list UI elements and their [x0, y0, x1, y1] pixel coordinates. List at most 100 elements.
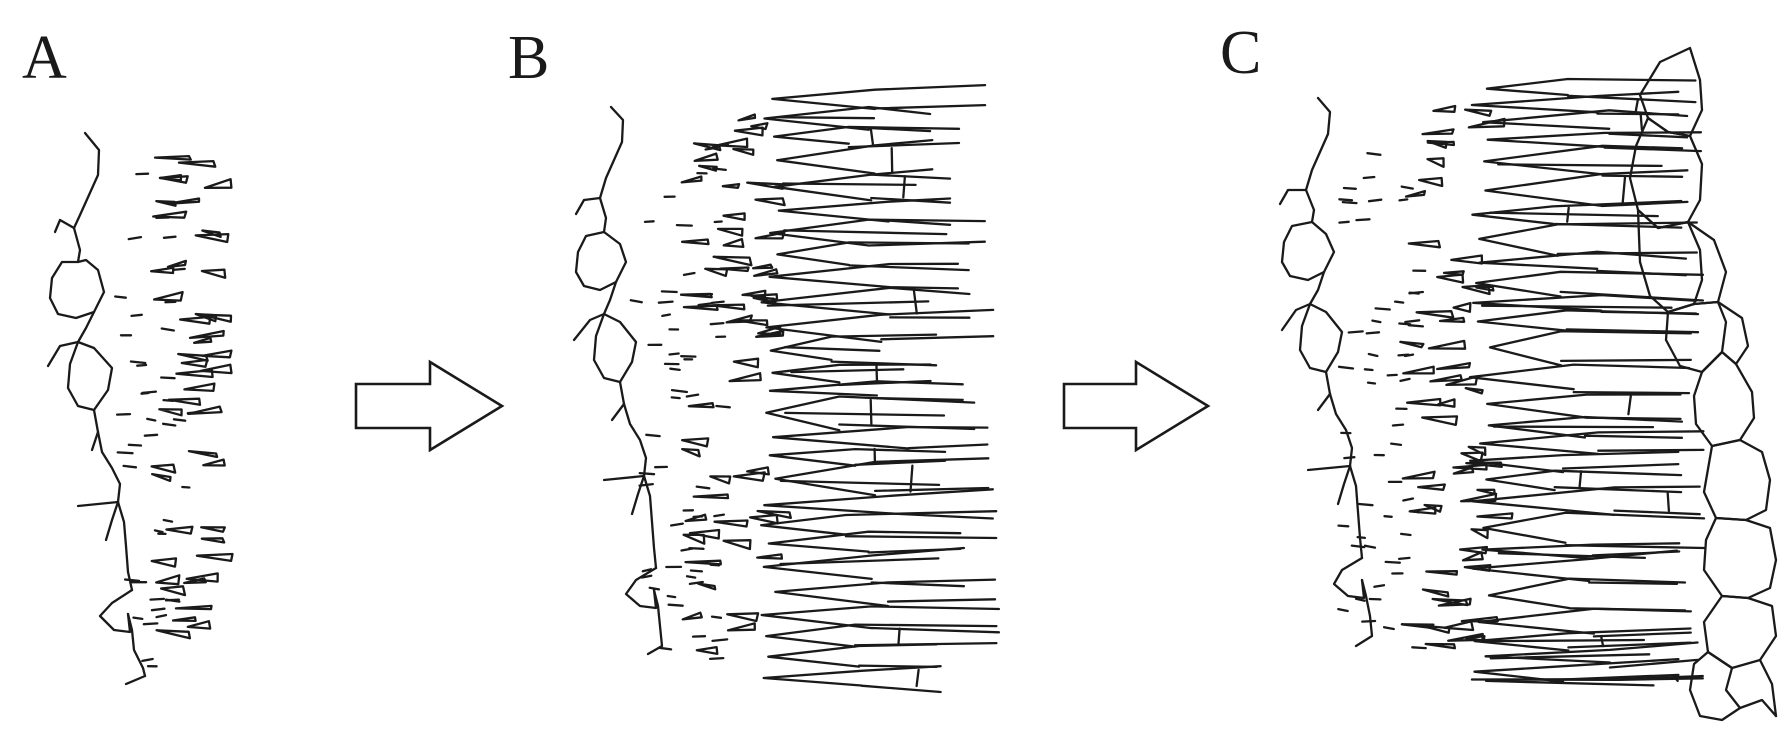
- fragment: [661, 313, 672, 318]
- small-crystal: [1427, 339, 1467, 350]
- fragment: [116, 451, 134, 455]
- panel-a-small-crystals: [149, 154, 234, 640]
- fragment: [127, 235, 143, 241]
- small-crystal: [1463, 108, 1493, 117]
- small-crystal: [195, 552, 234, 563]
- small-crystal: [192, 336, 213, 344]
- columnar-crystal: [1477, 607, 1692, 638]
- fragment: [146, 417, 157, 422]
- small-crystal: [722, 237, 745, 249]
- small-crystal: [1443, 620, 1475, 632]
- columnar-crystal: [1484, 169, 1689, 208]
- columnar-crystal: [767, 530, 962, 554]
- small-crystal: [1461, 551, 1484, 562]
- fragment: [1391, 423, 1405, 427]
- small-crystal: [1476, 488, 1496, 496]
- grain-boundary: [1497, 163, 1663, 168]
- fragment: [629, 299, 643, 304]
- grain-boundary: [1489, 211, 1659, 218]
- small-crystal: [1432, 104, 1457, 113]
- panel-c-nuclei-fragments: [1337, 152, 1427, 650]
- fragment: [143, 433, 159, 437]
- columnar-crystal: [765, 308, 995, 344]
- small-crystal: [680, 437, 710, 448]
- small-crystal: [1415, 310, 1455, 319]
- small-crystal: [719, 266, 750, 273]
- fragment: [666, 594, 677, 599]
- small-crystal: [199, 363, 233, 375]
- small-crystal: [713, 519, 749, 528]
- arrow-b-to-c: [1062, 359, 1211, 453]
- small-crystal: [150, 557, 178, 568]
- grain-boundary: [1621, 176, 1627, 205]
- small-crystal: [177, 159, 217, 168]
- small-crystal: [158, 175, 189, 184]
- small-crystal: [681, 611, 703, 621]
- small-crystal: [1467, 445, 1487, 457]
- small-crystal: [175, 368, 214, 379]
- small-crystal: [1399, 340, 1425, 349]
- small-crystal: [736, 319, 769, 327]
- panel-label-b: B: [508, 24, 549, 92]
- panel-b-nuclei-fragments: [629, 143, 731, 661]
- grain-boundary: [776, 116, 876, 120]
- small-crystal: [153, 154, 192, 161]
- fragment: [132, 616, 144, 621]
- fragment: [1365, 331, 1381, 335]
- small-crystal: [754, 197, 786, 207]
- small-crystal: [1450, 254, 1484, 265]
- fragment: [1407, 324, 1425, 328]
- small-crystal: [150, 463, 177, 474]
- small-crystal: [726, 612, 760, 623]
- fragment: [638, 482, 654, 487]
- fragment: [155, 613, 168, 619]
- arrow-a-to-b: [354, 359, 505, 453]
- small-crystal: [200, 313, 233, 323]
- grain-boundary: [1639, 113, 1644, 131]
- fragment: [1343, 456, 1356, 460]
- small-crystal: [1452, 463, 1488, 471]
- fragment: [1383, 515, 1393, 518]
- small-crystal: [1436, 273, 1465, 284]
- small-crystal: [680, 175, 703, 184]
- fragment: [688, 546, 705, 550]
- small-crystal: [757, 325, 782, 336]
- fragment: [1337, 524, 1350, 528]
- fragment: [660, 290, 678, 294]
- small-crystal: [1426, 157, 1445, 168]
- small-crystal: [1460, 451, 1484, 463]
- columnar-crystal: [1476, 309, 1700, 334]
- small-crystal: [150, 472, 172, 483]
- fragment: [1338, 220, 1350, 224]
- grain-boundary: [1484, 679, 1655, 687]
- small-crystal: [695, 645, 719, 656]
- small-crystal: [1470, 528, 1489, 540]
- small-crystal: [188, 329, 225, 340]
- small-crystal: [186, 620, 212, 630]
- fragment: [688, 580, 704, 586]
- fragment: [713, 513, 726, 518]
- panel-b-small-crystals: [679, 113, 792, 656]
- small-crystal: [171, 616, 197, 623]
- columnar-crystal: [760, 510, 998, 540]
- panel-label-c: C: [1220, 19, 1261, 87]
- small-crystal: [682, 533, 706, 545]
- small-crystal: [165, 525, 194, 535]
- fragment: [1350, 544, 1366, 549]
- fragment: [181, 485, 191, 489]
- small-crystal: [201, 349, 233, 359]
- small-crystal: [1461, 284, 1491, 296]
- grain-boundary: [890, 146, 894, 174]
- small-crystal: [1424, 642, 1457, 650]
- columnar-crystal: [773, 173, 952, 204]
- small-crystal: [721, 182, 741, 189]
- fragment: [1371, 319, 1382, 324]
- grain-boundary: [869, 398, 873, 427]
- fragment: [150, 607, 166, 612]
- columnar-crystal: [1468, 363, 1691, 395]
- fragment: [1373, 584, 1386, 588]
- small-crystal: [149, 266, 175, 275]
- fragment: [689, 569, 704, 573]
- fragment: [682, 271, 696, 277]
- fragment: [160, 327, 175, 332]
